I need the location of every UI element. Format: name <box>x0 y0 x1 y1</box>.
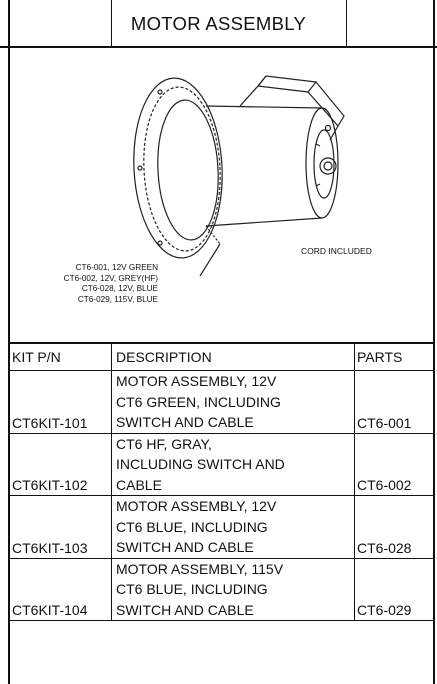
header-kit-pn: KIT P/N <box>9 342 112 371</box>
title-divider-left <box>111 0 112 48</box>
table-row: CT6KIT-102 CT6 HF, GRAY, INCLUDING SWITC… <box>9 432 435 496</box>
description-line: CT6 HF, GRAY, <box>116 435 212 452</box>
description-line: CT6 BLUE, INCLUDING <box>116 581 268 597</box>
kit-pn-cell: CT6KIT-103 <box>9 495 112 559</box>
description-cell: MOTOR ASSEMBLY, 115V CT6 BLUE, INCLUDING… <box>111 557 355 621</box>
callout-line: CT6-028, 12V, BLUE <box>81 284 158 293</box>
callout-line: CT6-001, 12V GREEN <box>75 263 158 272</box>
header-description: DESCRIPTION <box>111 342 355 371</box>
kit-table: KIT P/N DESCRIPTION PARTS CT6KIT-101 MOT… <box>9 342 435 621</box>
part-cell: CT6-029 <box>354 557 435 621</box>
description-line: MOTOR ASSEMBLY, 12V <box>116 498 277 514</box>
part-cell: CT6-001 <box>354 370 435 434</box>
table-header-row: KIT P/N DESCRIPTION PARTS <box>9 342 435 371</box>
table-row: CT6KIT-104 MOTOR ASSEMBLY, 115V CT6 BLUE… <box>9 557 435 621</box>
part-callout: CT6-001, 12V GREEN CT6-002, 12V, GREY(HF… <box>50 263 158 305</box>
frame-border-left <box>8 0 10 684</box>
description-cell: MOTOR ASSEMBLY, 12V CT6 GREEN, INCLUDING… <box>111 370 355 434</box>
description-line: CT6 GREEN, INCLUDING <box>116 393 281 410</box>
table-row: CT6KIT-101 MOTOR ASSEMBLY, 12V CT6 GREEN… <box>9 370 435 434</box>
title-divider-right <box>346 0 347 48</box>
callout-line: CT6-029, 115V, BLUE <box>77 294 158 304</box>
description-line: CT6 BLUE, INCLUDING <box>116 518 268 535</box>
part-cell: CT6-028 <box>354 495 435 559</box>
cord-label: CORD INCLUDED <box>301 246 372 256</box>
description-line: MOTOR ASSEMBLY, 115V <box>116 560 284 577</box>
title-row: MOTOR ASSEMBLY <box>0 0 437 48</box>
callout-line: CT6-002, 12V, GREY(HF) <box>63 273 158 283</box>
motor-drawing: CT6-001, 12V GREEN CT6-002, 12V, GREY(HF… <box>10 48 433 342</box>
page-title: MOTOR ASSEMBLY <box>130 13 307 34</box>
description-line: MOTOR ASSEMBLY, 12V <box>116 373 277 389</box>
frame-border-right <box>433 0 435 684</box>
description-cell: CT6 HF, GRAY, INCLUDING SWITCH AND CABLE <box>111 432 355 496</box>
kit-pn-cell: CT6KIT-104 <box>9 557 112 621</box>
motor-illustration <box>133 75 345 277</box>
kit-pn-cell: CT6KIT-101 <box>9 370 112 434</box>
table-row: CT6KIT-103 MOTOR ASSEMBLY, 12V CT6 BLUE,… <box>9 495 435 559</box>
part-cell: CT6-002 <box>354 432 435 496</box>
description-line: SWITCH AND CABLE <box>116 414 254 430</box>
header-parts: PARTS <box>354 342 435 371</box>
description-cell: MOTOR ASSEMBLY, 12V CT6 BLUE, INCLUDING … <box>111 495 355 559</box>
description-line: INCLUDING SWITCH AND <box>116 456 285 472</box>
description-line: CABLE <box>116 476 162 493</box>
description-line: SWITCH AND CABLE <box>116 601 254 618</box>
description-line: SWITCH AND CABLE <box>116 539 254 555</box>
kit-pn-cell: CT6KIT-102 <box>9 432 112 496</box>
